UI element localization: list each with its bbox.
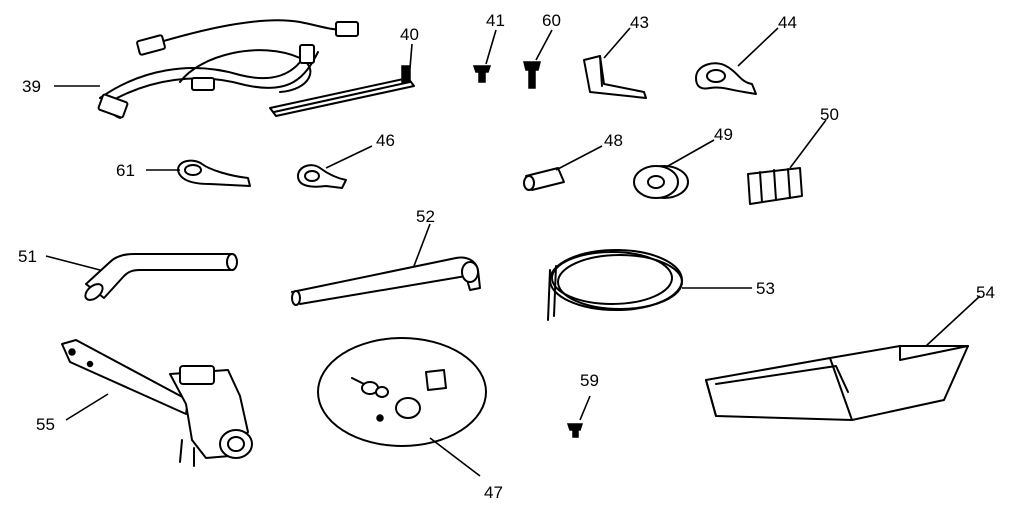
label-39: 39 [22,77,41,96]
label-51: 51 [18,247,37,266]
label-49: 49 [714,125,733,144]
part-50-pad [747,167,803,205]
leader-60 [535,29,553,61]
label-59: 59 [580,371,599,390]
label-43: 43 [630,13,649,32]
leader-43 [603,27,631,59]
part-60-screw [523,61,541,89]
leader-59 [579,395,591,421]
part-40-strip [269,65,415,117]
part-49-grommet [633,165,689,199]
part-55-valve-assembly [61,339,253,467]
leader-49 [667,139,715,167]
part-51-elbow-tube [84,253,238,301]
leader-40 [409,43,413,69]
leader-55 [65,393,109,421]
leader-47 [429,437,481,477]
label-48: 48 [604,131,623,150]
part-59-screw [566,423,584,438]
part-53-coiled-tubing [547,249,683,321]
leader-44 [737,27,779,67]
part-61-clip [177,159,251,187]
leader-54 [925,295,981,347]
label-46: 46 [376,131,395,150]
label-40: 40 [400,25,419,44]
label-55: 55 [36,415,55,434]
label-53: 53 [756,279,775,298]
label-52: 52 [416,207,435,226]
label-44: 44 [778,13,797,32]
leader-51 [45,255,101,271]
leader-41 [485,29,497,65]
part-52-tube [291,256,481,306]
leader-46 [325,145,373,169]
part-44-clamp [695,62,757,95]
part-39-wire-harness [97,19,359,119]
part-54-tray [705,345,969,421]
label-50: 50 [820,105,839,124]
label-47: 47 [484,483,503,502]
part-46-clip [297,164,347,189]
label-61: 61 [116,161,135,180]
leader-48 [555,145,603,171]
part-43-bracket [583,55,647,99]
label-41: 41 [486,11,505,30]
leader-50 [789,119,827,169]
leader-52 [413,223,431,267]
part-41-screw [472,65,492,83]
part-48-sleeve [523,167,565,191]
part-47-kit [317,337,487,447]
label-60: 60 [542,11,561,30]
label-54: 54 [976,283,995,302]
